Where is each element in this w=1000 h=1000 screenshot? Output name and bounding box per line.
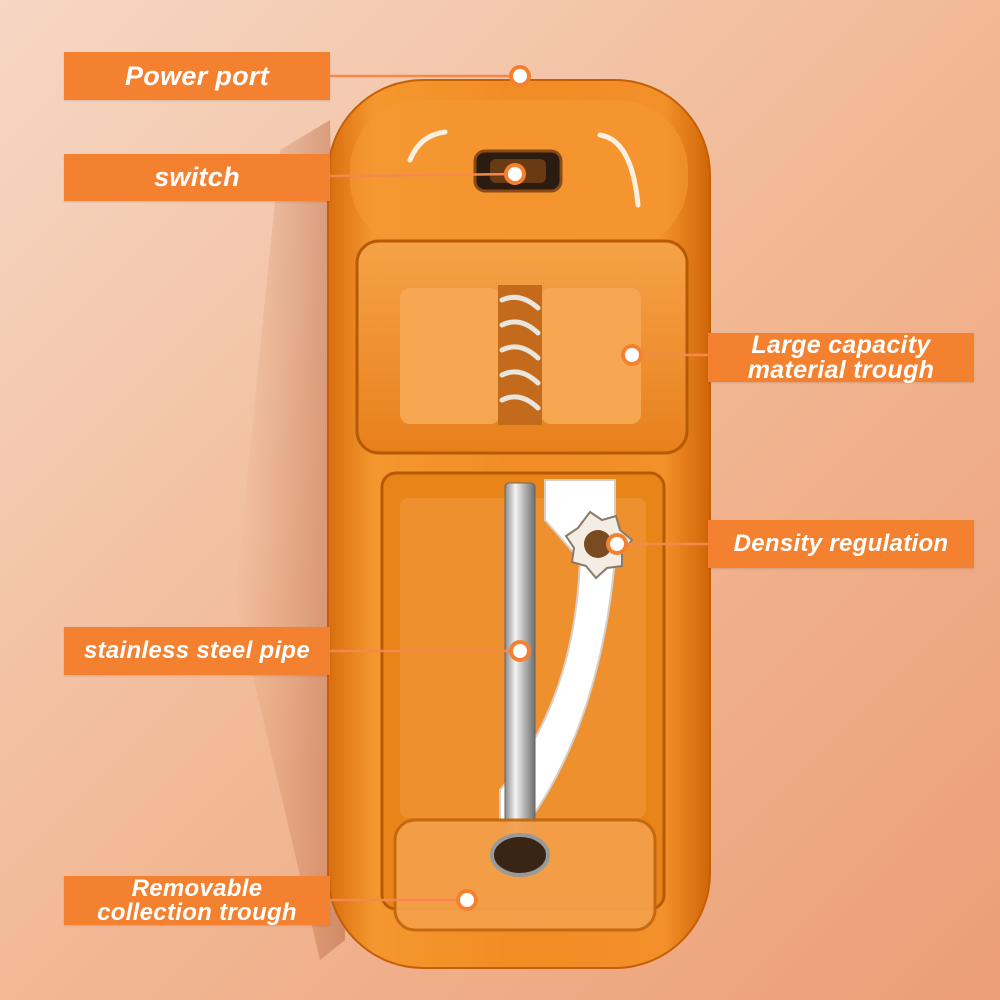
callout-dot-density <box>606 533 628 555</box>
label-material-trough-line-1: Large capacity <box>751 330 931 359</box>
label-collection-trough-line-2: collection trough <box>97 898 297 926</box>
callout-dot-switch <box>504 163 526 185</box>
auger-spiral <box>499 294 541 411</box>
label-density-regulation: Density regulation <box>708 520 974 568</box>
label-steel-pipe-text: stainless steel pipe <box>83 637 311 664</box>
pipe-outlet <box>490 833 550 877</box>
label-power-port: Power port <box>64 52 330 100</box>
label-collection-trough-line-1: Removable <box>131 874 263 902</box>
callout-dot-power <box>509 65 531 87</box>
device-highlight-right <box>597 132 641 208</box>
material-trough-left-pad <box>400 288 500 424</box>
label-switch-text: switch <box>154 162 240 192</box>
label-material-trough-line-2: material trough <box>747 355 935 384</box>
label-switch: switch <box>64 154 330 201</box>
callout-dot-collect <box>456 889 478 911</box>
callout-dot-pipe <box>509 640 531 662</box>
steel-pipe <box>504 482 536 844</box>
device-shadow <box>235 120 345 960</box>
callout-dots <box>456 65 643 911</box>
label-steel-pipe: stainless steel pipe <box>64 627 330 675</box>
label-collection-trough: Removable collection trough <box>64 876 330 925</box>
material-trough-right-pad <box>541 288 641 424</box>
device-highlight <box>407 129 448 163</box>
label-material-trough: Large capacity material trough <box>708 330 974 384</box>
leader-line-switch <box>329 172 516 178</box>
leader-lines <box>329 74 708 902</box>
label-power-port-text: Power port <box>124 60 269 91</box>
density-knob-hub <box>584 530 612 558</box>
callout-dot-trough <box>621 344 643 366</box>
label-density-regulation-text: Density regulation <box>733 530 949 557</box>
